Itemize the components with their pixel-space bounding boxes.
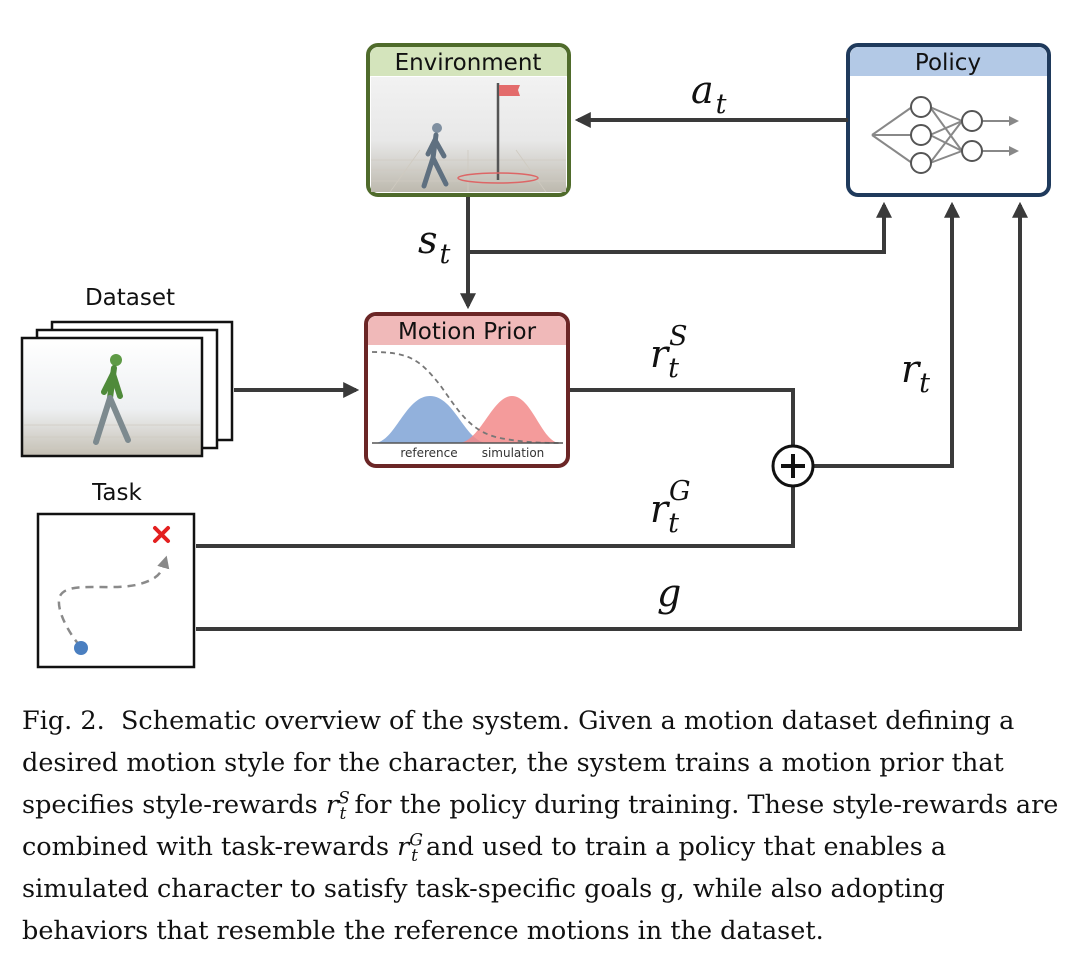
action-label: at: [691, 68, 727, 120]
reference-character-icon: [93, 354, 131, 445]
task-box: Task: [36, 480, 196, 669]
discriminator-curve: [371, 351, 563, 444]
humanoid-icon: [421, 123, 449, 189]
task-reward-label: rtG: [650, 476, 691, 539]
simulation-label: simulation: [482, 446, 545, 460]
caption-style-reward: rSt: [325, 788, 350, 825]
state-label: st: [418, 218, 451, 270]
motion-prior-label: Motion Prior: [398, 319, 537, 345]
motion-prior-box: Motion Prior reference simulation: [364, 312, 570, 468]
figure-caption: Fig. 2. Schematic overview of the system…: [22, 700, 1062, 952]
style-reward-label: rtS: [650, 321, 688, 384]
connectors: [196, 112, 1028, 631]
simulation-distribution: [458, 396, 560, 443]
neural-network-icon: [871, 96, 1019, 174]
reward-label: rt: [901, 347, 930, 399]
caption-task-reward: rGt: [397, 830, 423, 867]
caption-text-1: Schematic overview of the system. Given …: [22, 706, 1015, 820]
start-point-icon: [74, 641, 88, 655]
task-path: [57, 555, 170, 647]
task-label: Task: [91, 480, 142, 506]
reference-distribution: [374, 396, 488, 443]
goal-label: g: [657, 571, 681, 615]
system-diagram: Environment Policy: [20, 43, 1051, 669]
goal-cross-icon: [153, 526, 170, 543]
reference-label: reference: [400, 446, 457, 460]
dataset-stack: Dataset: [20, 285, 234, 458]
dataset-floor-grid: [24, 424, 200, 449]
environment-box: Environment: [366, 43, 571, 197]
flag-icon: [457, 83, 539, 184]
caption-label: Fig. 2.: [22, 706, 105, 736]
edge-labels: at st rtS rt rtG g: [418, 68, 930, 615]
policy-box: Policy: [846, 43, 1051, 197]
policy-label: Policy: [915, 50, 981, 76]
sum-node: [771, 444, 815, 488]
environment-label: Environment: [395, 50, 542, 76]
caption-text-2: for the policy during training. These st…: [22, 790, 1059, 862]
caption-text-3: and used to train a policy that enables …: [22, 832, 947, 946]
dataset-label: Dataset: [85, 285, 175, 311]
